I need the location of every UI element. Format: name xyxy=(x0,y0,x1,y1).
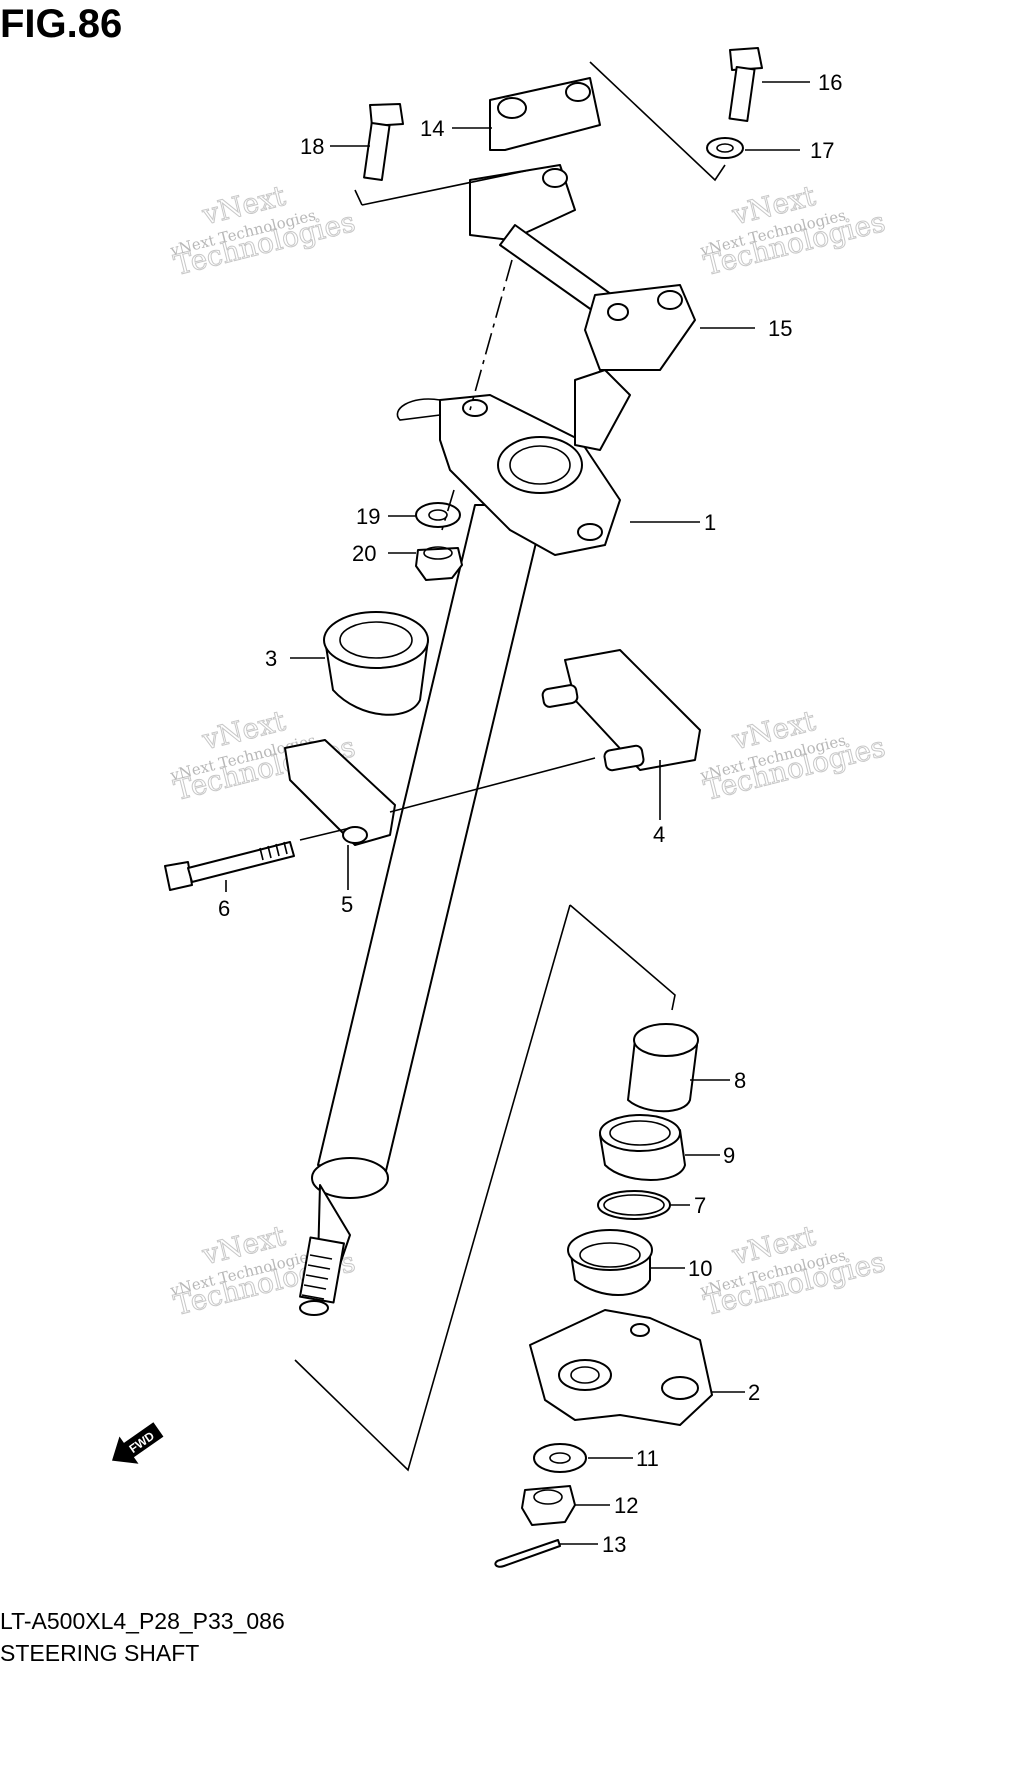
callout-11: 11 xyxy=(636,1446,659,1471)
callout-6: 6 xyxy=(218,896,230,921)
callout-7: 7 xyxy=(694,1193,706,1218)
part-15-lower-holder xyxy=(469,164,696,371)
part-steering-shaft xyxy=(299,504,546,1316)
callout-8: 8 xyxy=(734,1068,746,1093)
part-2-lower-bracket xyxy=(529,1309,713,1426)
part-1-top-bracket xyxy=(396,369,631,556)
callout-12: 12 xyxy=(614,1493,638,1518)
figure-title: FIG.86 xyxy=(0,2,123,46)
leader-lines xyxy=(225,81,810,1545)
callout-4: 4 xyxy=(653,822,665,847)
callout-labels: 1 2 3 4 5 6 7 8 9 10 11 12 13 14 15 16 1… xyxy=(218,70,842,1557)
part-13-cotter-pin xyxy=(494,1539,561,1568)
diagram-name: STEERING SHAFT xyxy=(0,1640,200,1666)
part-7-o-ring xyxy=(597,1190,671,1220)
callout-17: 17 xyxy=(810,138,834,163)
callout-10: 10 xyxy=(688,1256,712,1281)
part-20-nut xyxy=(415,546,463,581)
diagram-code: LT-A500XL4_P28_P33_086 xyxy=(0,1608,285,1634)
part-16-bolt xyxy=(728,47,763,122)
part-17-washer xyxy=(706,137,744,159)
callout-16: 16 xyxy=(818,70,842,95)
part-11-washer xyxy=(533,1443,587,1473)
part-4-lower-holder xyxy=(541,649,701,772)
callout-14: 14 xyxy=(420,116,444,141)
fwd-arrow-badge: FWD xyxy=(112,1422,164,1464)
part-12-nut xyxy=(521,1485,576,1526)
part-10-seal xyxy=(567,1229,653,1296)
callout-1: 1 xyxy=(704,510,716,535)
callout-5: 5 xyxy=(341,892,353,917)
part-3-bush xyxy=(323,611,429,716)
part-19-washer xyxy=(415,502,461,528)
callout-19: 19 xyxy=(356,504,380,529)
callout-2: 2 xyxy=(748,1380,760,1405)
callout-3: 3 xyxy=(265,646,277,671)
part-5-clamp xyxy=(284,739,396,846)
part-6-bolt xyxy=(164,841,295,891)
callout-9: 9 xyxy=(723,1143,735,1168)
part-8-bush xyxy=(627,1023,699,1113)
callout-20: 20 xyxy=(352,541,376,566)
part-14-upper-holder xyxy=(489,77,601,151)
callout-15: 15 xyxy=(768,316,792,341)
part-9-seal xyxy=(599,1114,686,1181)
callout-18: 18 xyxy=(300,134,324,159)
callout-13: 13 xyxy=(602,1532,626,1557)
part-18-bolt xyxy=(363,103,404,181)
assembly-lines xyxy=(294,61,726,1472)
